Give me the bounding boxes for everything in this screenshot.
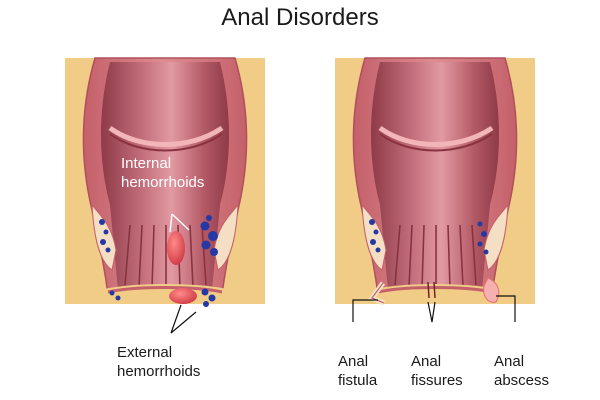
- left-anal-columns: [124, 224, 207, 289]
- left-anatomy-panel: [65, 57, 265, 334]
- left-blood-vessels: [99, 215, 218, 307]
- fissures-label-line-2: fissures: [411, 372, 463, 389]
- anal-fissure-1: [427, 281, 430, 299]
- left-rectal-lumen: [101, 62, 229, 290]
- internal-hemorrhoids-label: Internal hemorrhoids: [121, 154, 204, 192]
- abscess-pointer: [496, 295, 516, 322]
- right-anal-columns: [394, 224, 477, 289]
- fistula-label-line-2: fistula: [338, 372, 378, 389]
- left-sphincter-right: [213, 203, 239, 271]
- fissures-pointer: [427, 301, 436, 323]
- external-pointer: [170, 304, 197, 334]
- right-anatomy-panel: [335, 57, 535, 323]
- external-hemorrhoids-label: External hemorrhoids: [117, 343, 200, 381]
- internal-label-line-1: Internal: [121, 155, 172, 172]
- internal-pointer: [169, 213, 190, 233]
- external-label-line-1: External: [117, 344, 173, 361]
- right-blood-vessels: [369, 219, 489, 255]
- fissures-label-line-1: Anal: [411, 353, 442, 370]
- right-rectal-lumen: [371, 62, 499, 290]
- anal-fissure-2: [433, 281, 436, 299]
- external-hemorrhoid: [169, 288, 197, 304]
- fistula-label-line-1: Anal: [338, 353, 369, 370]
- anal-abscess: [483, 277, 500, 303]
- anal-fistula-label: Anal fistula: [338, 352, 377, 390]
- anal-abscess-label: Anal abscess: [494, 352, 549, 390]
- left-mucosal-fold: [108, 125, 224, 147]
- internal-label-line-2: hemorrhoids: [121, 174, 205, 191]
- internal-hemorrhoid: [167, 231, 185, 265]
- diagram-title: Anal Disorders: [221, 4, 379, 31]
- abscess-label-line-2: abscess: [494, 372, 550, 389]
- fistula-pointer: [352, 299, 378, 322]
- abscess-label-line-1: Anal: [494, 353, 525, 370]
- left-sphincter-left: [91, 203, 117, 271]
- external-label-line-2: hemorrhoids: [117, 363, 201, 380]
- anal-fissures-label: Anal fissures: [411, 352, 463, 390]
